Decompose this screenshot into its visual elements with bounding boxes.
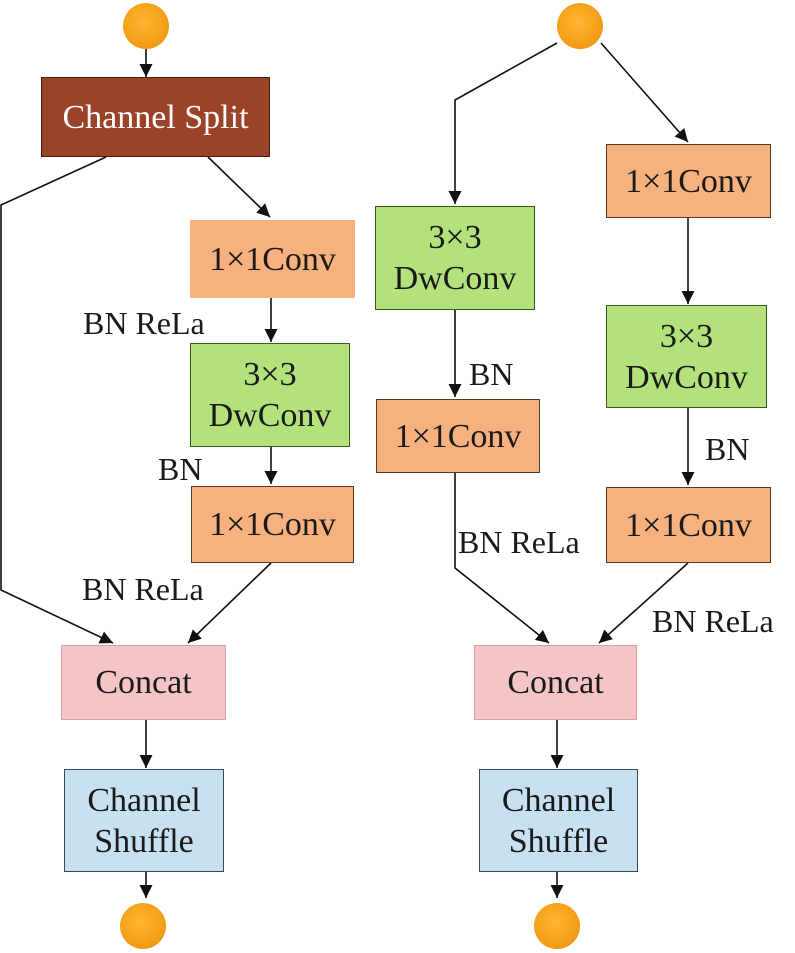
bn-relu-label-left-1: BN ReLa [83,305,205,341]
bn-label-right-b: BN [705,431,750,467]
dwconv-name-label: DwConv [393,260,517,297]
conv1x1-box-left-b: 1×1Conv [191,486,354,563]
dwconv-kernel-label: 3×3 [428,219,482,256]
bn-relu-label-right-a: BN ReLa [458,524,580,560]
input-node-left [123,3,169,49]
edge-conv-to-concat-r1 [454,473,550,644]
output-node-right [534,903,580,949]
channel-split-box: Channel Split [41,77,270,157]
concat-box-right: Concat [474,645,637,720]
concat-box-left: Concat [61,645,226,720]
bn-label-left: BN [158,451,203,487]
conv1x1-box-right-c: 1×1Conv [606,487,771,563]
edge-split-to-conv [207,156,271,218]
dwconv3x3-box-right-a: 3×3 DwConv [375,206,535,310]
edge-input-to-right-branch [600,42,689,143]
dwconv-kernel-label: 3×3 [659,317,714,355]
shuffle-line-1: Channel [87,781,201,819]
shuffle-line-2: Shuffle [508,822,609,860]
edge-conv-to-concat-r2 [598,562,689,644]
bn-relu-label-left-2: BN ReLa [82,571,204,607]
bn-relu-label-right-b: BN ReLa [652,603,774,639]
conv1x1-box-left-a: 1×1Conv [190,220,355,298]
dwconv-kernel-label: 3×3 [243,356,297,393]
shuffle-line-2: Shuffle [94,822,194,860]
dwconv3x3-box-right-b: 3×3 DwConv [606,305,767,408]
edge-shortcut-to-concat [0,156,114,644]
shuffle-line-1: Channel [501,781,616,819]
channel-shuffle-box-right: Channel Shuffle [479,769,638,872]
input-node-right [557,3,603,49]
dwconv-name-label: DwConv [208,397,332,434]
edge-conv-to-concat [187,562,272,644]
bn-label-right-a: BN [469,356,514,392]
edge-input-to-left-branch [448,42,558,204]
conv1x1-box-right-a: 1×1Conv [376,399,540,473]
dwconv-name-label: DwConv [625,358,748,396]
channel-shuffle-box-left: Channel Shuffle [64,769,224,872]
conv1x1-box-right-b: 1×1Conv [606,144,771,218]
dwconv3x3-box-left: 3×3 DwConv [190,343,350,447]
output-node-left [120,903,166,949]
